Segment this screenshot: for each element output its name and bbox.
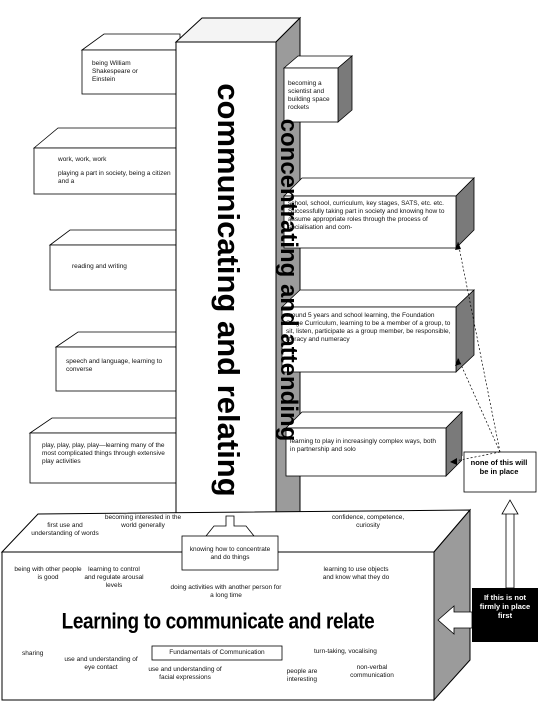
right-box-school-text: school, school, curriculum, key stages, … <box>288 200 445 232</box>
column-front-text: communicating and relating <box>211 83 246 497</box>
up-arrow <box>501 499 519 589</box>
dashed-arrowheads <box>450 242 461 465</box>
base-title: Learning to communicate and relate <box>61 610 375 635</box>
base-item-sharing: sharing <box>22 650 44 657</box>
left-box-speech-text: speech and language, learning to convers… <box>66 358 163 374</box>
fundamentals-box-text: Fundamentals of Communication <box>169 649 265 656</box>
base-item-activities: doing activities with another person for… <box>170 584 282 600</box>
dashed-arrows <box>449 241 501 463</box>
left-box-work-text: work, work, work <box>58 156 107 163</box>
left-box-speech <box>54 331 181 392</box>
if-this-callout <box>437 588 538 642</box>
right-box-foundation <box>280 289 476 373</box>
base-top-item-world: becoming interested in the world general… <box>104 514 182 530</box>
base-top-item-words: first use and understanding of words <box>31 522 99 538</box>
if-this-text: If this is not firmly in place first <box>479 593 531 620</box>
left-box-einstein <box>80 33 181 95</box>
left-box-reading-text: reading and writing <box>72 263 127 270</box>
left-box-play-text: play, play, play, play—learning many of … <box>42 442 165 466</box>
base-item-non-verbal: non-verbal communication <box>350 664 394 680</box>
right-box-play-complex <box>285 411 463 477</box>
right-box-scientist <box>282 55 354 123</box>
base-item-objects: learning to use objects and know what th… <box>322 566 390 582</box>
left-box-einstein-text: being William Shakespeare or Einstein <box>92 60 138 84</box>
central-column <box>174 16 302 538</box>
knowing-box-text: knowing how to concentrate and do things <box>189 546 271 562</box>
right-box-school <box>283 177 475 249</box>
none-of-this-text: none of this will be in place <box>470 458 528 476</box>
base-top-item-confidence: confidence, competence, curiosity <box>331 514 405 530</box>
base-item-arousal: learning to control and regulate arousal… <box>84 566 144 590</box>
base-item-people-interesting: people are interesting <box>286 668 318 684</box>
right-box-play-complex-text: learning to play in increasingly complex… <box>290 438 436 454</box>
fundamentals-box <box>151 645 283 661</box>
left-box-work <box>32 127 181 195</box>
left-box-reading <box>48 229 181 291</box>
none-of-this-callout <box>462 448 538 493</box>
right-box-scientist-text: becoming a scientist and building space … <box>288 80 330 112</box>
right-box-foundation-text: around 5 years and school learning, the … <box>286 312 451 344</box>
base-item-facial: use and understanding of facial expressi… <box>148 666 222 682</box>
knowing-box <box>181 515 279 571</box>
left-box-play <box>28 417 181 484</box>
base-item-turn-taking: turn-taking, vocalising <box>314 648 377 655</box>
base-item-people-good: being with other people is good <box>14 566 82 582</box>
left-box-citizen-text: playing a part in society, being a citiz… <box>58 170 171 186</box>
base-item-eye-contact: use and understanding of eye contact <box>64 656 138 672</box>
